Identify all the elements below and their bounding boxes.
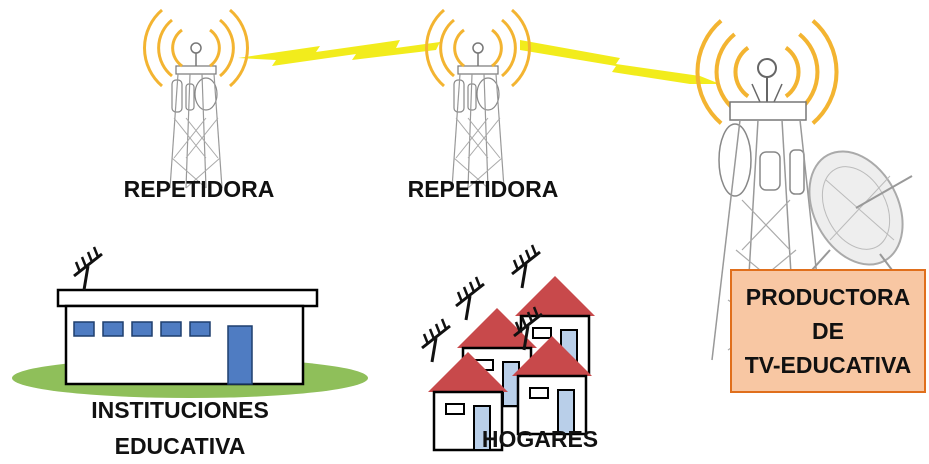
repeater-label-left: REPETIDORA (123, 176, 275, 202)
institutions-label-line2: EDUCATIVA (114, 433, 246, 459)
houses-cluster (420, 243, 597, 452)
repeater-label-center: REPETIDORA (407, 176, 559, 202)
producer-tower (697, 21, 913, 361)
tv-antenna-icon (72, 245, 104, 292)
repeater-tower-left (142, 8, 250, 189)
satellite-dish-icon (808, 150, 913, 271)
school-building (12, 245, 368, 398)
producer-label-line1: PRODUCTORA (745, 284, 911, 310)
repeater-tower-center (424, 8, 532, 189)
tv-antenna-icon (510, 243, 542, 290)
signal-link-right (520, 40, 720, 84)
homes-label: HOGARES (481, 426, 599, 452)
producer-label-line2: DE (812, 318, 844, 344)
tv-antenna-icon (454, 275, 486, 322)
institutions-label-line1: INSTITUCIONES (91, 397, 269, 423)
producer-label: PRODUCTORA DE TV-EDUCATIVA (730, 280, 926, 382)
signal-link-left (238, 40, 440, 66)
producer-label-line3: TV-EDUCATIVA (744, 352, 912, 378)
institutions-label: INSTITUCIONES EDUCATIVA (70, 392, 290, 464)
producer-box (730, 269, 926, 393)
tv-antenna-icon (420, 317, 452, 364)
